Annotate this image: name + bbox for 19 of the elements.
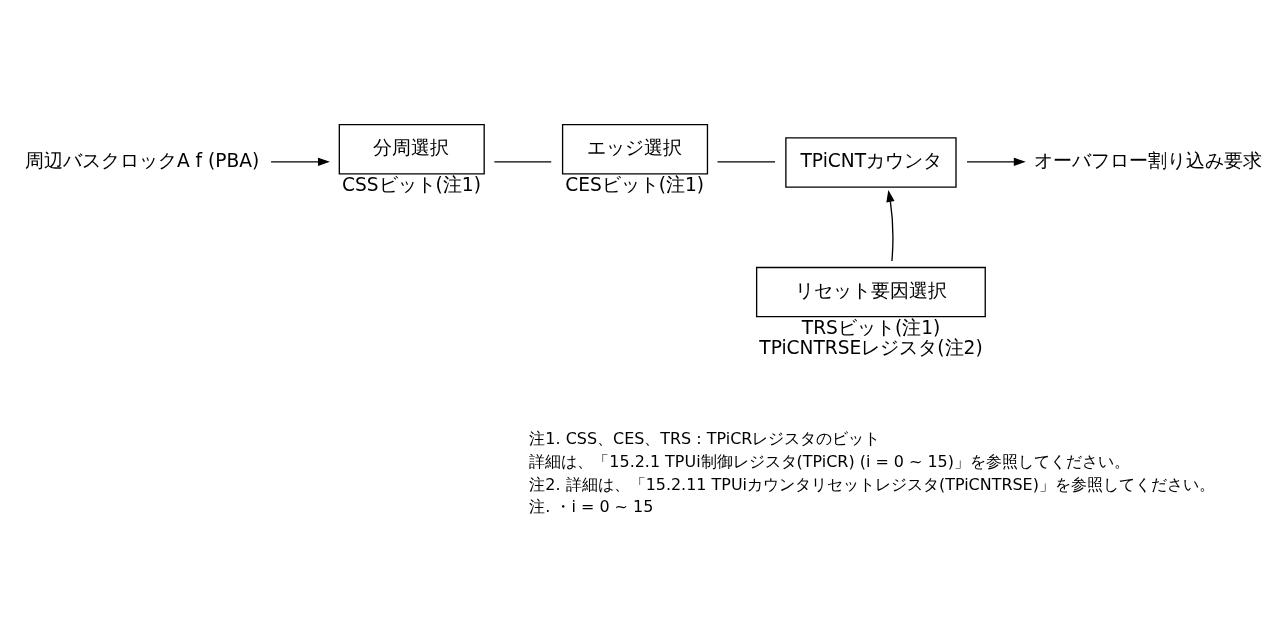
connector [493,161,552,163]
node-box: エッジ選択 [561,123,709,175]
arrow [270,157,330,167]
node-label: CSSビット(注1) [341,174,481,196]
node-label: CESビット(注1) [565,174,705,196]
node-text: 周辺バスクロックA f (PBA) [24,149,260,171]
label: 注1. CSS、CES、TRS : TPiCRレジスタのビット [529,429,881,449]
node-label: TPiCNTRSEレジスタ(注2) [759,337,983,359]
connector [716,161,776,163]
arrow [886,190,895,262]
node-label: TRSビット(注1) [801,317,941,339]
node-text: オーバフロー割り込み要求 [1034,149,1263,171]
node-box: リセット要因選択 [755,266,986,318]
node-box: 分周選択 [338,123,485,175]
label: 詳細は、「15.2.1 TPUi制御レジスタ(TPiCR) (i = 0 ~ 15)」を参照してください。 [529,452,1130,471]
label: 注. ・i = 0 ~ 15 [529,497,654,517]
node-box: TPiCNTカウンタ [785,137,957,188]
label: 注2. 詳細は、「15.2.11 TPUiカウンタリセットレジスタ(TPiCNTRSE)」を参照してください。 [529,474,1215,494]
arrow [966,157,1026,167]
